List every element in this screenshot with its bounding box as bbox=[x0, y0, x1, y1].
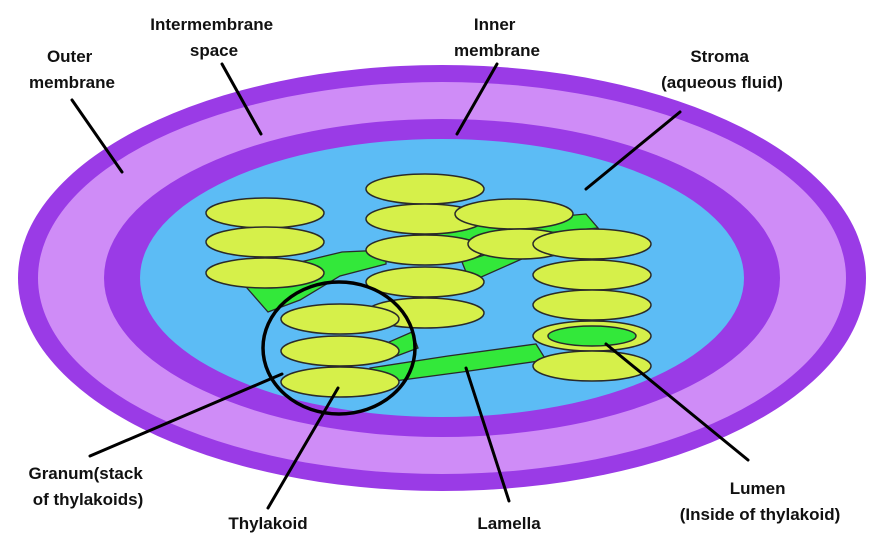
label-granum-line2: of thylakoids) bbox=[33, 490, 144, 509]
thylakoid bbox=[455, 199, 573, 229]
thylakoid bbox=[281, 304, 399, 334]
thylakoid bbox=[533, 290, 651, 320]
label-outer-membrane-line1: Outer bbox=[47, 47, 93, 66]
thylakoid bbox=[206, 258, 324, 288]
label-intermembrane-space: Intermembrane space bbox=[150, 15, 278, 60]
thylakoid bbox=[366, 235, 484, 265]
label-outer-membrane: Outer membrane bbox=[29, 47, 115, 92]
label-lumen-line1: Lumen bbox=[730, 479, 786, 498]
thylakoid bbox=[366, 174, 484, 204]
granum-center bbox=[366, 174, 484, 328]
label-inner-membrane-line2: membrane bbox=[454, 41, 540, 60]
label-lumen: Lumen (Inside of thylakoid) bbox=[680, 479, 841, 524]
label-granum-line1: Granum(stack bbox=[28, 464, 143, 483]
thylakoid bbox=[533, 229, 651, 259]
label-stroma-line2: (aqueous fluid) bbox=[661, 73, 783, 92]
label-intermembrane-space-line1: Intermembrane bbox=[150, 15, 273, 34]
label-stroma: Stroma (aqueous fluid) bbox=[661, 47, 783, 92]
thylakoid bbox=[281, 367, 399, 397]
thylakoid bbox=[206, 227, 324, 257]
label-thylakoid-line1: Thylakoid bbox=[228, 514, 307, 533]
label-outer-membrane-line2: membrane bbox=[29, 73, 115, 92]
label-inner-membrane-line1: Inner bbox=[474, 15, 516, 34]
label-intermembrane-space-line2: space bbox=[190, 41, 238, 60]
granum-circled bbox=[281, 304, 399, 397]
thylakoid bbox=[206, 198, 324, 228]
lumen bbox=[548, 326, 636, 346]
label-lumen-line2: (Inside of thylakoid) bbox=[680, 505, 841, 524]
label-lamella: Lamella bbox=[477, 514, 541, 533]
thylakoid bbox=[281, 336, 399, 366]
label-inner-membrane: Inner membrane bbox=[454, 15, 540, 60]
label-granum: Granum(stack of thylakoids) bbox=[28, 464, 147, 509]
granum-left bbox=[206, 198, 324, 288]
label-stroma-line1: Stroma bbox=[690, 47, 749, 66]
label-lamella-line1: Lamella bbox=[477, 514, 541, 533]
granum-right bbox=[533, 229, 651, 381]
thylakoid bbox=[533, 260, 651, 290]
label-thylakoid: Thylakoid bbox=[228, 514, 307, 533]
